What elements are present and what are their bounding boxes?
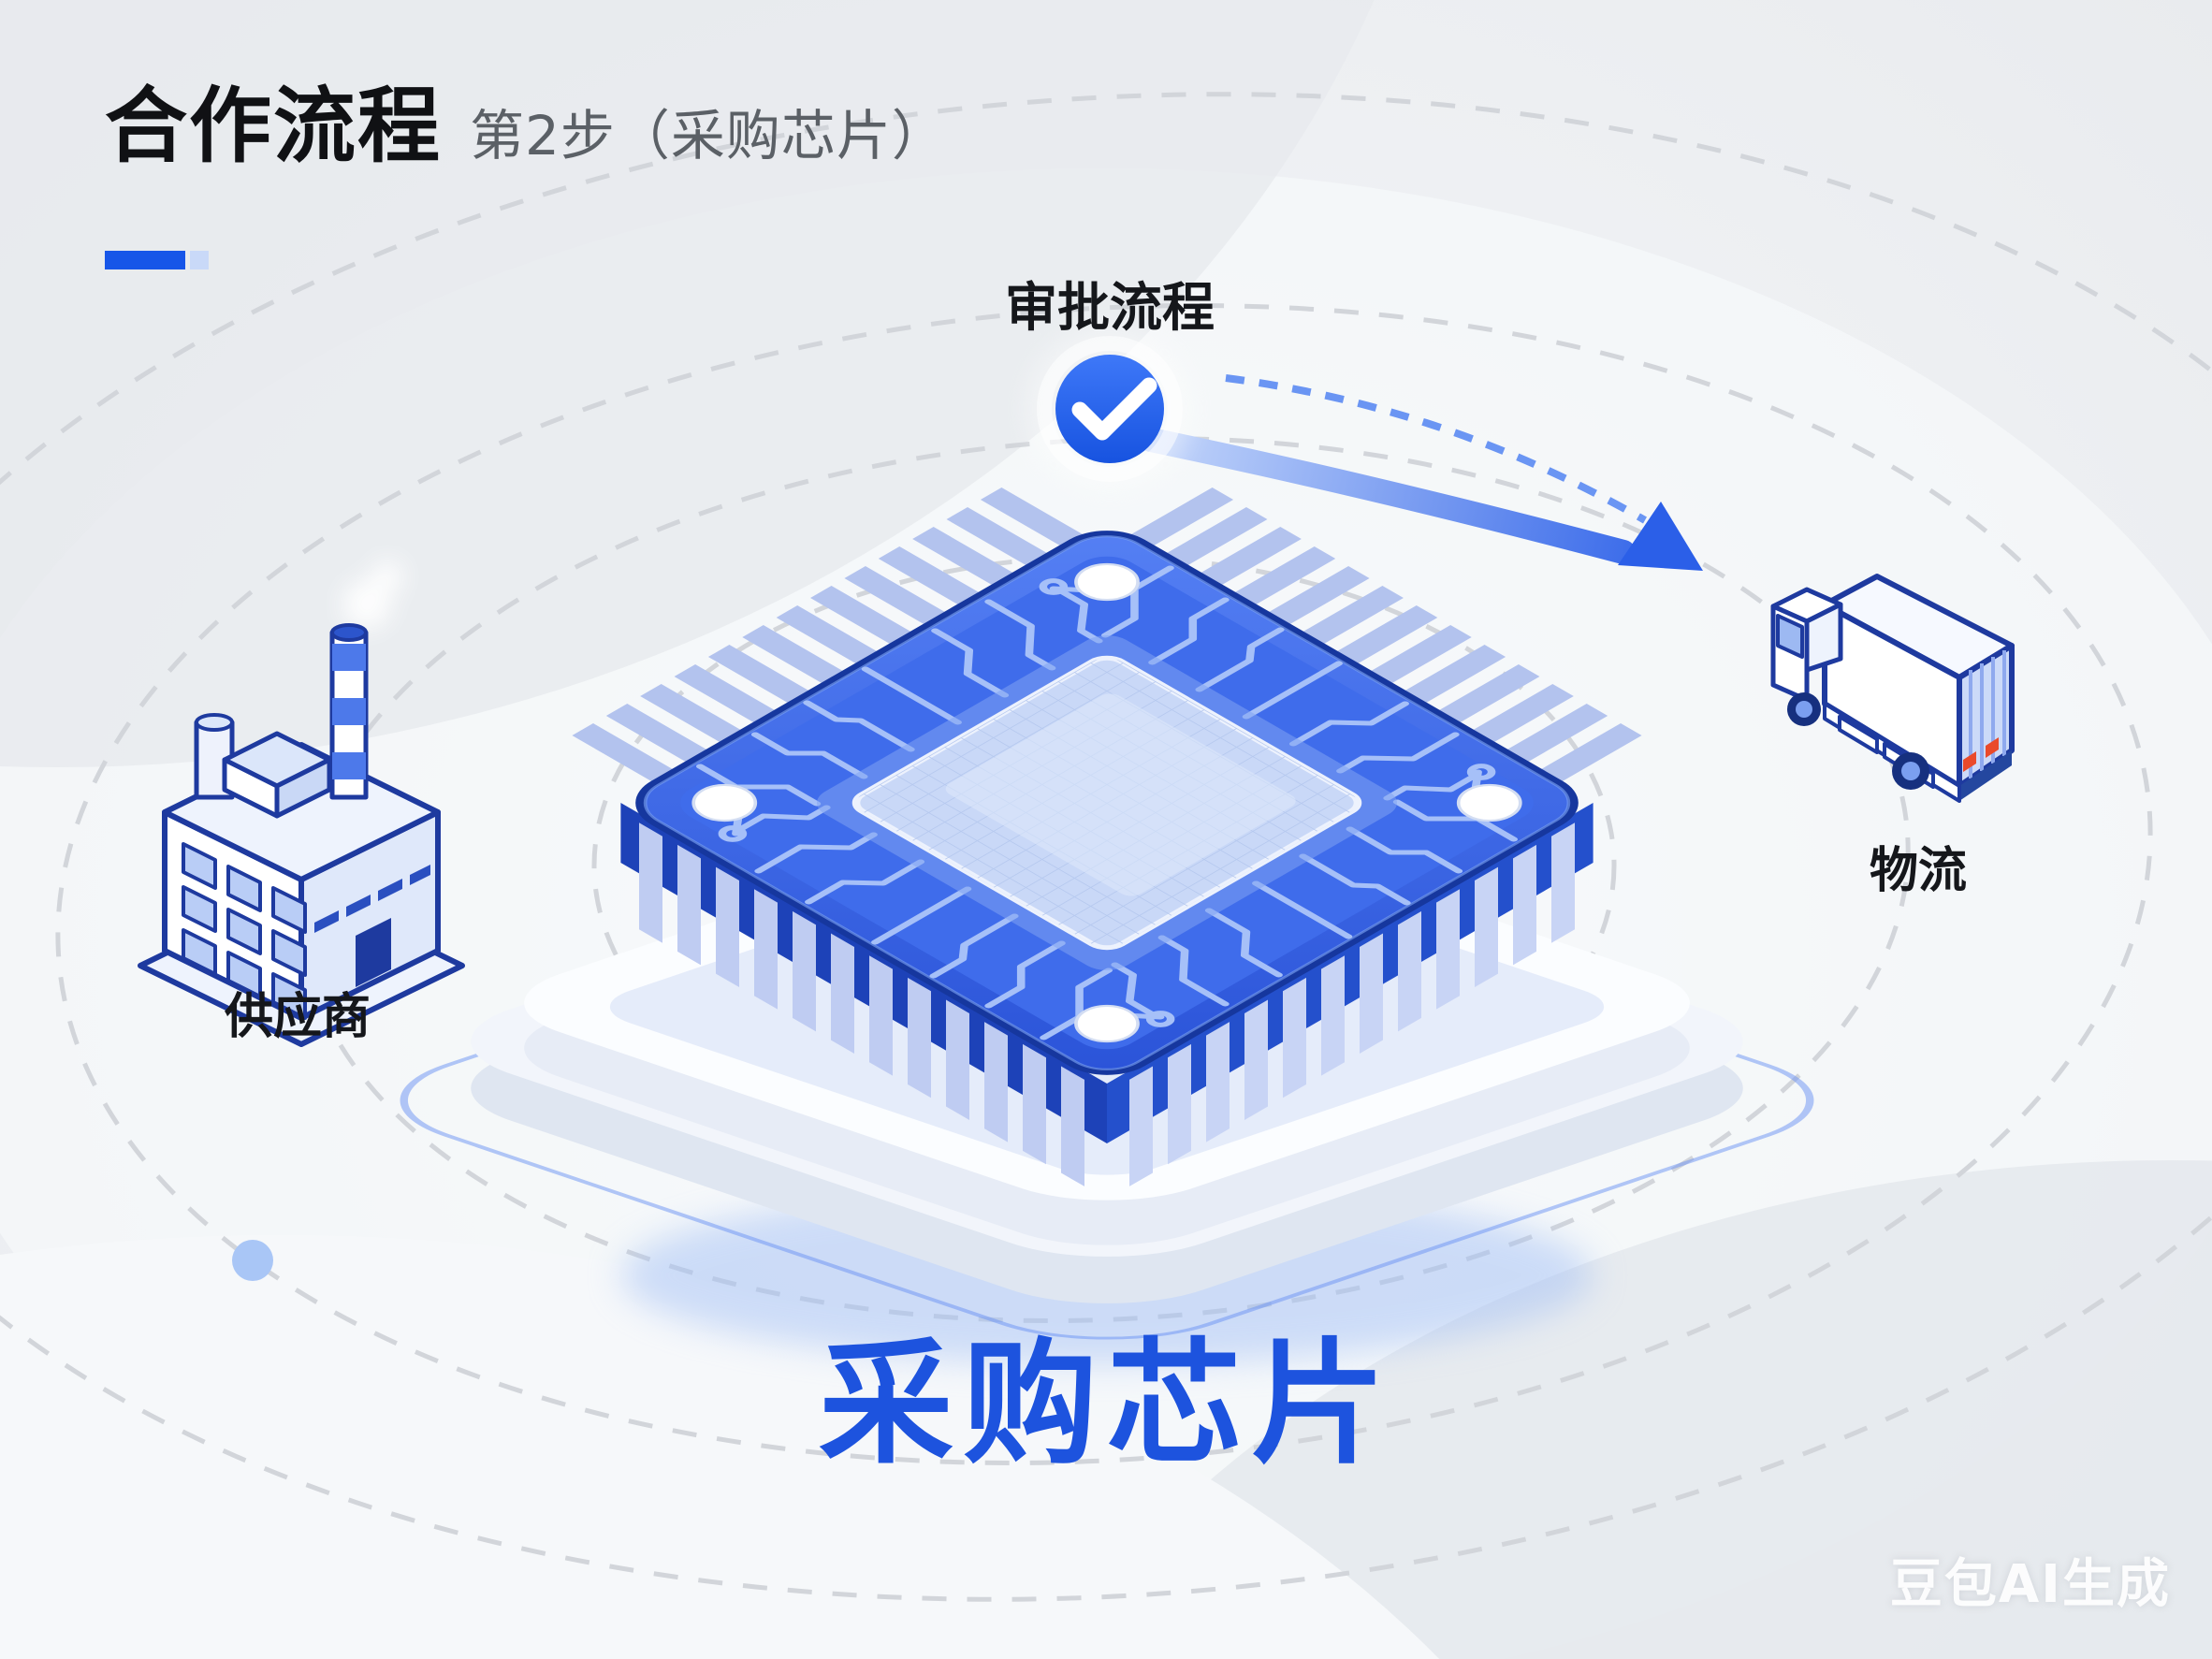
smoke-puff [342,560,403,629]
truck-wheels [1787,692,1929,790]
logistics-label: 物流 [1869,843,1968,899]
watermark: 豆包AI生成 [1889,1554,2171,1615]
approval-label: 审批流程 [1005,278,1215,339]
factory-windows [182,842,307,1020]
truck-taillights [1963,737,1999,772]
chimney-tall [329,623,369,800]
title-accent-bar [105,251,185,269]
check-mark [1071,377,1157,441]
supplier-label: 供应商 [224,989,371,1045]
factory-icon [138,560,465,1047]
check-circle-icon [1026,325,1194,493]
title-accent-square [190,251,209,269]
page-subtitle: 第2步（采购芯片） [470,104,947,167]
orbit-dot [232,1240,273,1281]
curved-arrow-icon [1139,374,1703,571]
arrowhead [1618,502,1703,571]
chip-illustration [400,488,1814,1364]
page-header: 合作流程 第2步（采购芯片） [105,60,947,179]
main-caption: 采购芯片 [818,1325,1396,1482]
chip-die [817,635,1397,970]
truck-icon [1770,574,2015,803]
truck-windshield [1776,614,1804,659]
factory-door [356,918,391,987]
page-title: 合作流程 [105,78,443,174]
chip-corner-screws [691,562,1522,1043]
chip-top-face [635,531,1579,1075]
chip-pins-back [560,488,1653,789]
